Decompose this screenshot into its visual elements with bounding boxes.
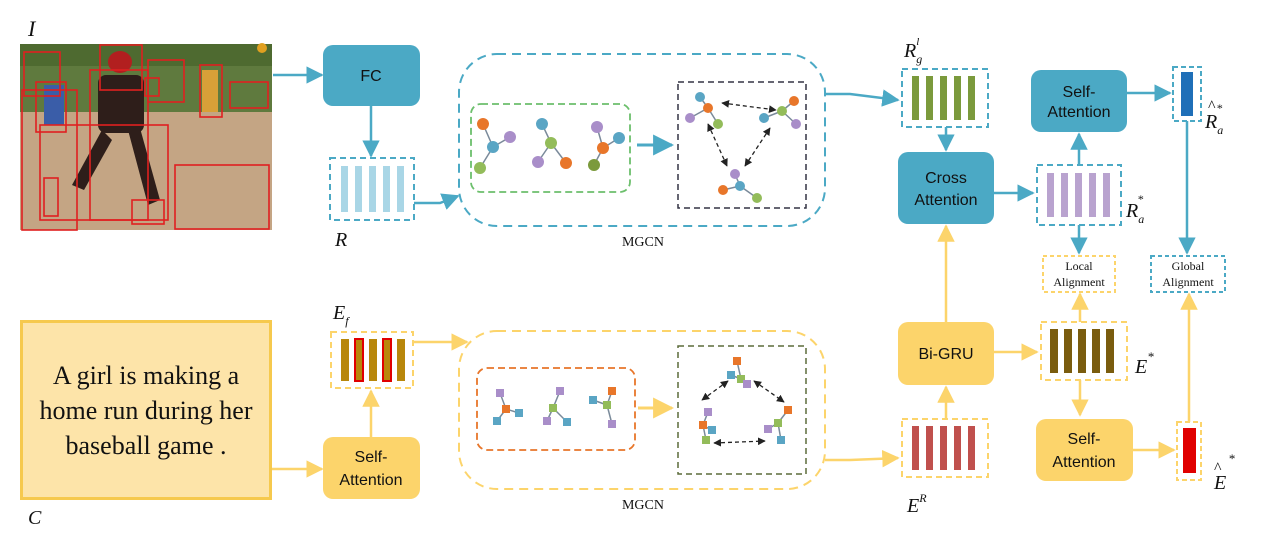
graph-region-feature <box>901 68 989 128</box>
self-attention-text-right-line1: Self- <box>1068 431 1101 448</box>
global-alignment-line1: Global <box>1172 259 1205 273</box>
fc-label: FC <box>360 68 381 85</box>
fc-box: FC <box>323 45 420 106</box>
cross-attention-line2: Attention <box>914 192 977 209</box>
region-feature-r <box>329 157 415 221</box>
mgcn-top <box>458 53 826 227</box>
pooled-text-label: E* <box>1213 451 1235 494</box>
local-alignment-line1: Local <box>1065 259 1093 273</box>
global-alignment-box: Global Alignment <box>1150 255 1226 293</box>
bigru-label: Bi-GRU <box>918 346 973 363</box>
text-feature-label: E* <box>1134 349 1154 378</box>
graph-region-label: Rgl <box>903 36 922 66</box>
pooled-text-hat: ^ <box>1214 460 1222 477</box>
self-attention-region-line1: Self- <box>1063 84 1096 101</box>
self-attention-text-line1: Self- <box>355 449 388 466</box>
image-label: I <box>27 16 37 41</box>
attended-region-feature <box>1036 164 1122 226</box>
cross-attention-box: Cross Attention <box>898 152 994 224</box>
cross-attention-line1: Cross <box>925 170 967 187</box>
self-attention-text-right-line2: Attention <box>1052 454 1115 471</box>
region-label: R <box>334 229 347 251</box>
arrow-mgcn-to-er <box>825 449 900 468</box>
self-attention-text-right-box: Self- Attention <box>1036 419 1133 481</box>
self-attention-region-line2: Attention <box>1047 104 1110 121</box>
word-graph-label: ER <box>906 491 927 517</box>
self-attention-text-box: Self- Attention <box>323 437 420 499</box>
caption-text-box: A girl is making a home run during her b… <box>20 320 272 500</box>
word-feature-ef <box>330 331 414 389</box>
arrow-mgcn-to-rg <box>825 89 900 107</box>
attended-region-label: Ra* <box>1125 192 1144 226</box>
pooled-region-label: Ra* <box>1204 101 1223 137</box>
word-feature-label: Ef <box>332 302 350 328</box>
caption-text: A girl is making a home run during her b… <box>39 360 253 460</box>
arrow-r-to-mgcn <box>414 193 460 210</box>
self-attention-region-box: Self- Attention <box>1031 70 1127 132</box>
mgcn-bottom-label: MGCN <box>622 498 664 513</box>
bigru-box: Bi-GRU <box>898 322 994 385</box>
global-alignment-line2: Alignment <box>1162 275 1214 289</box>
mgcn-bottom <box>458 330 826 490</box>
text-feature-estar <box>1040 321 1128 381</box>
local-alignment-box: Local Alignment <box>1042 255 1116 293</box>
pooled-text-feature <box>1176 421 1202 481</box>
input-image <box>20 43 272 231</box>
caption-label: C <box>28 507 42 529</box>
pooled-region-feature <box>1172 66 1202 122</box>
self-attention-text-line2: Attention <box>339 472 402 489</box>
pooled-region-hat: ^ <box>1208 98 1216 115</box>
word-graph-feature <box>901 418 989 478</box>
local-alignment-line2: Alignment <box>1053 275 1105 289</box>
mgcn-top-label: MGCN <box>622 235 664 250</box>
